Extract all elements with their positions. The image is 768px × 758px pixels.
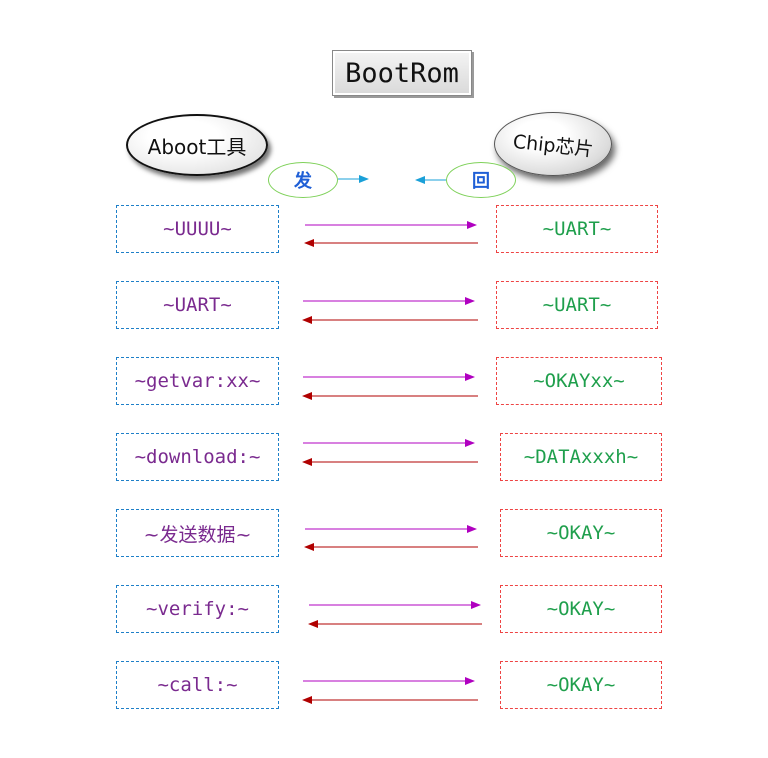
aboot-tool-node: Aboot工具 bbox=[126, 114, 268, 176]
send-box-5: ~发送数据~ bbox=[116, 509, 279, 557]
send-legend-oval: 发 bbox=[268, 162, 338, 198]
send-box-6: ~verify:~ bbox=[116, 585, 279, 633]
reply-box-3: ~OKAYxx~ bbox=[496, 357, 662, 405]
send-box-1: ~UUUU~ bbox=[116, 205, 279, 253]
send-box-2: ~UART~ bbox=[116, 281, 279, 329]
reply-legend-label: 回 bbox=[472, 171, 490, 192]
send-box-7: ~call:~ bbox=[116, 661, 279, 709]
reply-box-2: ~UART~ bbox=[496, 281, 658, 329]
reply-box-5: ~OKAY~ bbox=[500, 509, 662, 557]
reply-legend-oval: 回 bbox=[446, 162, 516, 198]
chip-node: Chip芯片 bbox=[494, 112, 612, 176]
reply-box-4: ~DATAxxxh~ bbox=[500, 433, 662, 481]
send-box-4: ~download:~ bbox=[116, 433, 279, 481]
aboot-tool-label: Aboot工具 bbox=[147, 134, 247, 159]
diagram-title: BootRom bbox=[332, 50, 472, 96]
send-legend-label: 发 bbox=[294, 171, 312, 192]
reply-box-7: ~OKAY~ bbox=[500, 661, 662, 709]
reply-box-1: ~UART~ bbox=[496, 205, 658, 253]
reply-box-6: ~OKAY~ bbox=[500, 585, 662, 633]
send-box-3: ~getvar:xx~ bbox=[116, 357, 279, 405]
